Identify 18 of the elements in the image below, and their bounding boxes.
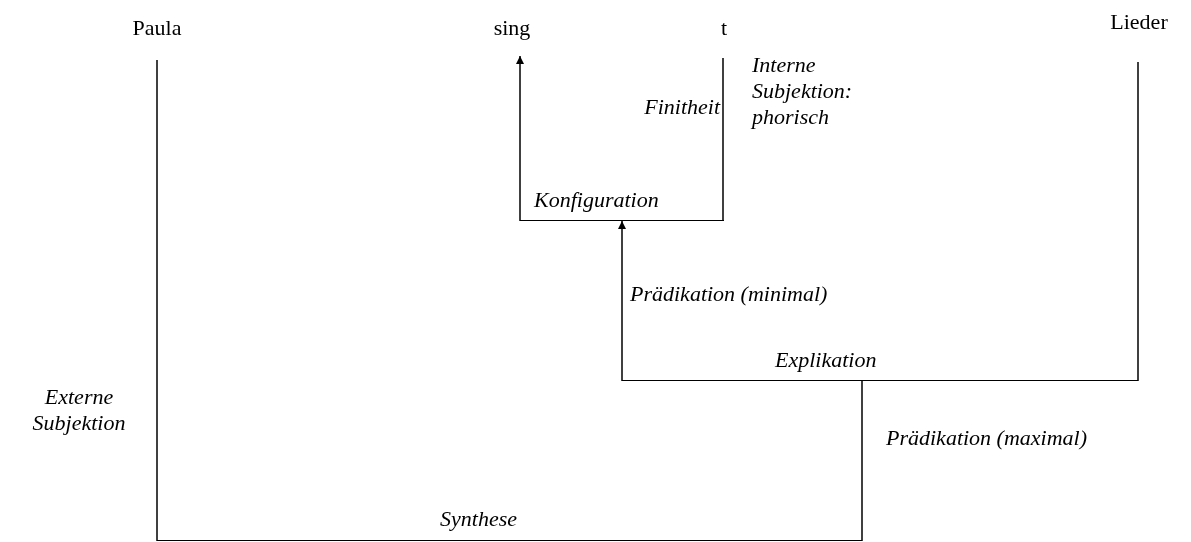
word-label: t (719, 14, 729, 42)
tree-line (722, 57, 724, 222)
tree-line (156, 59, 158, 542)
annotation: Interne Subjektion: phorisch (752, 52, 854, 130)
word-label: Paula (131, 14, 183, 42)
arrow (516, 55, 524, 222)
node-label: Synthese (440, 505, 517, 533)
arrow (618, 220, 626, 382)
node-label: Konfiguration (534, 186, 659, 214)
edge-label: Prädikation (maximal) (886, 425, 1089, 451)
word-label: Lieder (1109, 8, 1169, 36)
tree-line (861, 380, 863, 542)
node-label: Explikation (775, 346, 877, 374)
edge-label: Finitheit (643, 94, 720, 120)
tree-line (1137, 61, 1139, 382)
edge-label: Prädikation (minimal) (630, 281, 829, 307)
word-label: sing (492, 14, 532, 42)
edge-label: Externe Subjektion (31, 384, 127, 436)
